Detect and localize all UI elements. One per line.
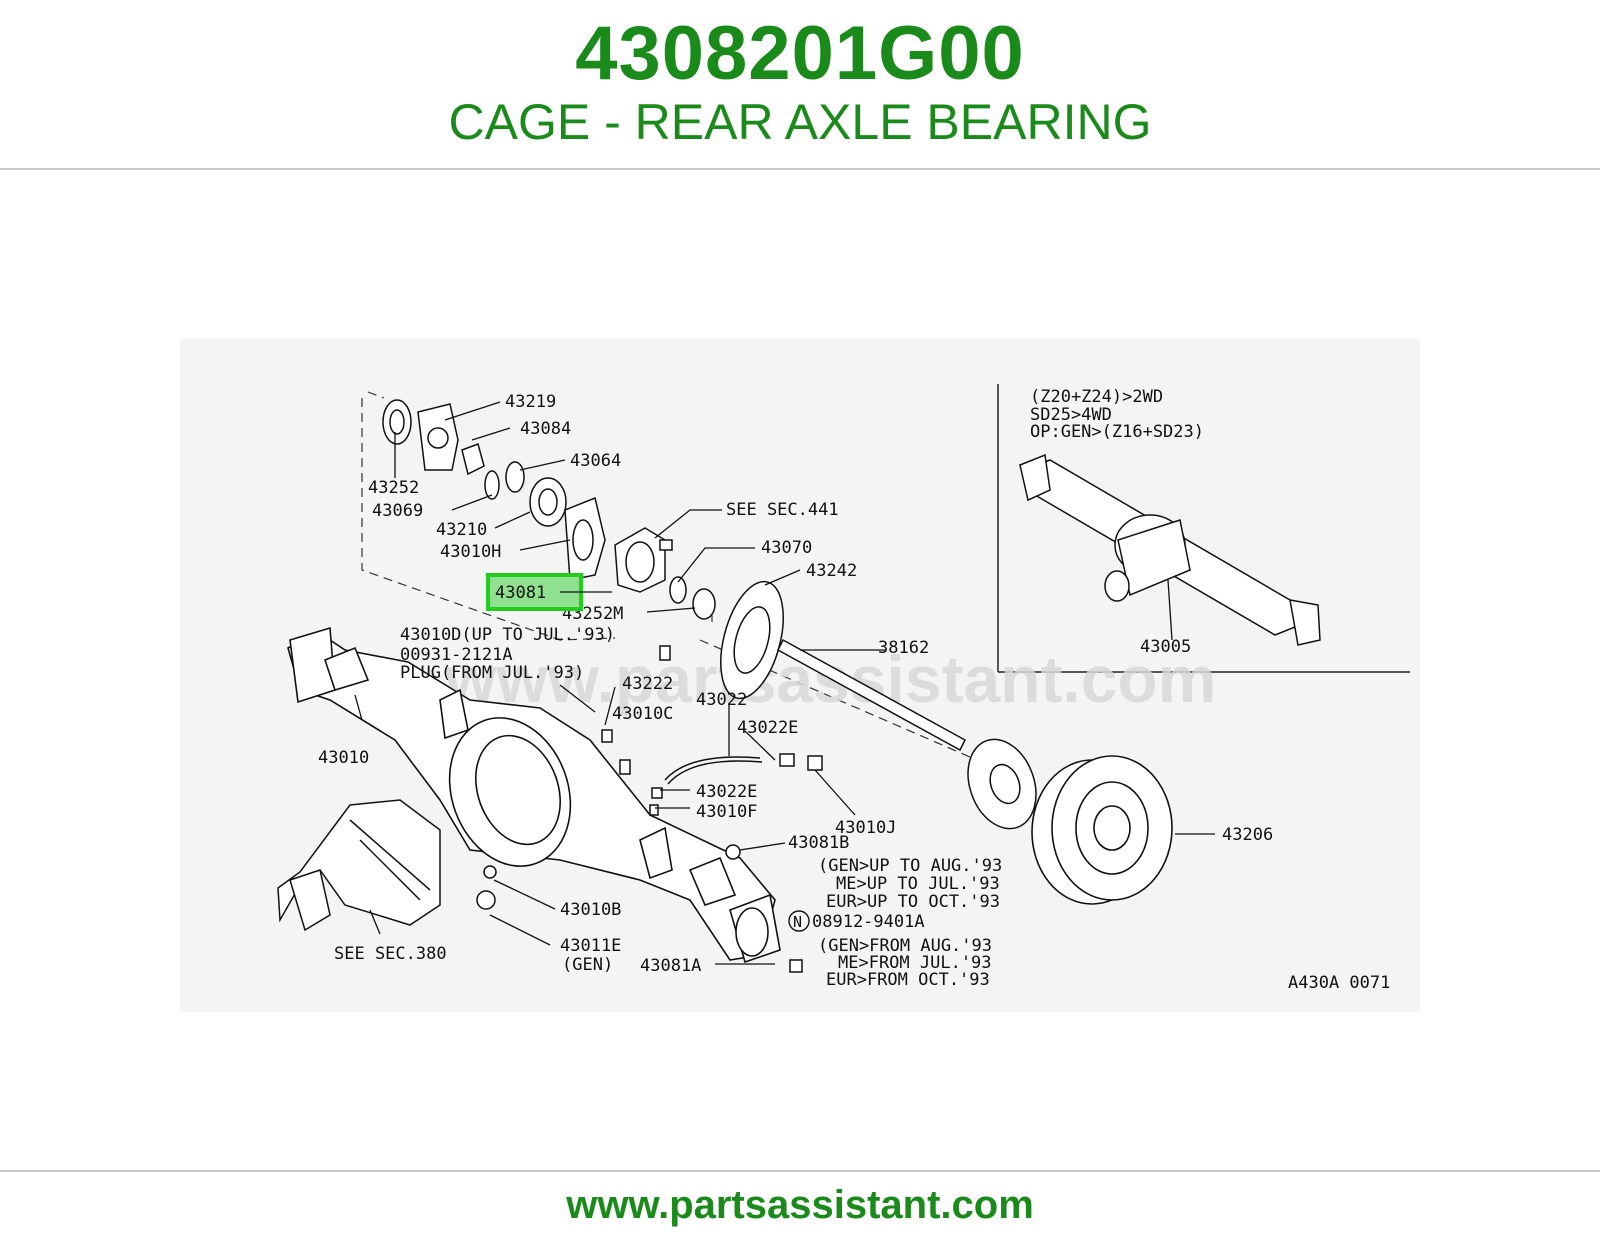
label-38162: 38162: [878, 638, 929, 658]
label-43210: 43210: [436, 520, 487, 540]
label-43252: 43252: [368, 478, 419, 498]
figure-code: A430A 0071: [1288, 973, 1390, 993]
inset-axle-43005: [1019, 453, 1321, 646]
brake-drum-43206: [1031, 755, 1173, 905]
label-43081B: 43081B: [788, 833, 849, 853]
label-43010B: 43010B: [560, 900, 621, 920]
label-43219: 43219: [505, 392, 556, 412]
inset-line-1: (Z20+Z24)>2WD: [1030, 387, 1163, 407]
header-divider: [0, 168, 1600, 170]
brake-pipe-43022: [476, 729, 823, 973]
label-43070: 43070: [761, 538, 812, 558]
axle-shaft-38162: [777, 638, 1037, 830]
differential-carrier: [277, 799, 441, 932]
label-43011E: 43011E: [560, 936, 621, 956]
label-43010: 43010: [318, 748, 369, 768]
note-2-line-1: (GEN>FROM AUG.'93: [818, 936, 992, 956]
inset-frame: [997, 384, 1410, 673]
label-43022E-bottom: 43022E: [696, 782, 757, 802]
inset-line-2: SD25>4WD: [1030, 405, 1112, 425]
part-number: 4308201G00: [575, 11, 1025, 96]
note-2-line-2: ME>FROM JUL.'93: [838, 953, 992, 973]
label-43084: 43084: [520, 419, 571, 439]
footer-divider: [0, 1170, 1600, 1172]
page-header: 4308201G00 CAGE - REAR AXLE BEARING: [0, 0, 1600, 168]
inset-line-3: OP:GEN>(Z16+SD23): [1030, 422, 1204, 442]
label-43022E-top: 43022E: [737, 718, 798, 738]
n-symbol-circle: [788, 910, 810, 932]
label-08912-9401A: 08912-9401A: [812, 912, 925, 932]
label-43010J: 43010J: [835, 818, 896, 838]
n-symbol: N: [793, 913, 802, 931]
bearing-stack: [382, 399, 784, 700]
label-43242: 43242: [806, 561, 857, 581]
note-1-line-3: EUR>UP TO OCT.'93: [826, 892, 1000, 912]
part-name: CAGE - REAR AXLE BEARING: [448, 94, 1152, 150]
footer-url[interactable]: www.partsassistant.com: [566, 1183, 1034, 1227]
label-43010F: 43010F: [696, 802, 757, 822]
label-43010H: 43010H: [440, 542, 501, 562]
axle-housing-43010: [287, 626, 781, 964]
label-43222: 43222: [622, 674, 673, 694]
note-2-line-3: EUR>FROM OCT.'93: [826, 970, 990, 990]
label-43081A: 43081A: [640, 956, 701, 976]
label-43010C: 43010C: [612, 704, 673, 724]
label-43010D: 43010D(UP TO JUL.'93): [400, 625, 615, 645]
note-1-line-2: ME>UP TO JUL.'93: [836, 874, 1000, 894]
label-43069: 43069: [372, 501, 423, 521]
label-see-sec-380: SEE SEC.380: [334, 944, 447, 964]
label-43005: 43005: [1140, 637, 1191, 657]
label-plug: PLUG(FROM JUL.'93): [400, 663, 584, 683]
label-00931-2121A: 00931-2121A: [400, 645, 513, 665]
note-1-line-1: (GEN>UP TO AUG.'93: [818, 856, 1002, 876]
highlight-label[interactable]: 43081: [495, 583, 546, 603]
part-labels: 43219 43084 43064 43252 43069 43210 4301…: [318, 387, 1390, 993]
leader-lines: [354, 401, 1215, 965]
parts-diagram: www.partsassistant.com: [277, 384, 1410, 993]
label-43064: 43064: [570, 451, 621, 471]
highlight-43081[interactable]: 43081: [486, 573, 612, 611]
label-43022: 43022: [696, 690, 747, 710]
parts-diagram-panel: www.partsassistant.com: [180, 338, 1420, 1012]
label-gen: (GEN): [562, 955, 613, 975]
label-see-sec-441: SEE SEC.441: [726, 500, 839, 520]
label-43206: 43206: [1222, 825, 1273, 845]
